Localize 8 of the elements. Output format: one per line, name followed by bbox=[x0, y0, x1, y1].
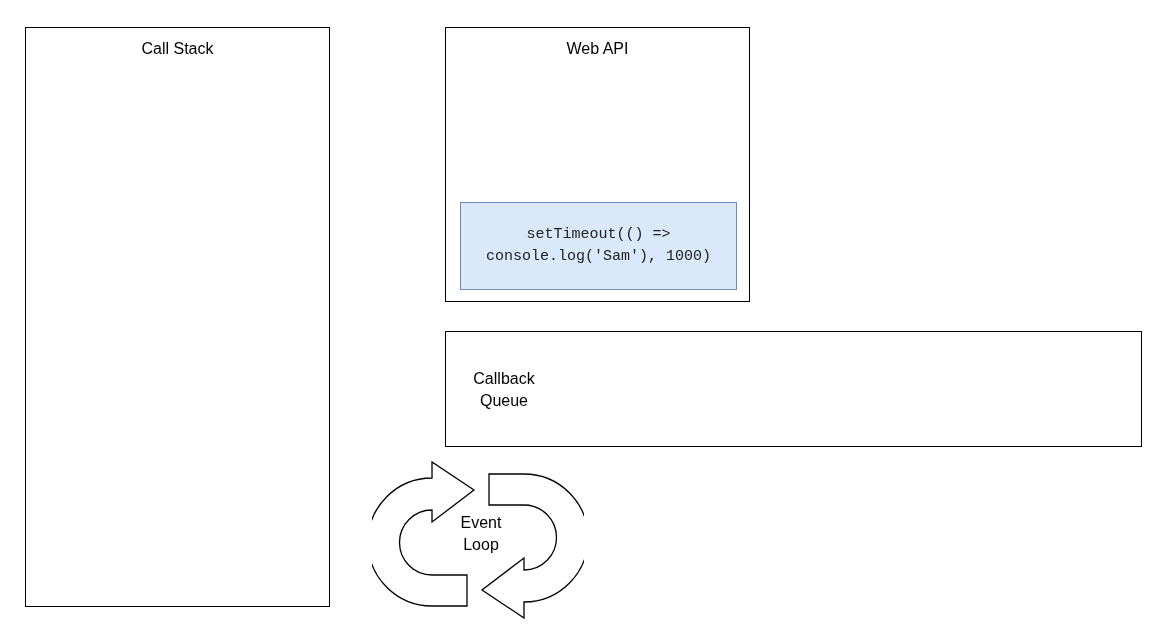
event-loop-label: Event Loop bbox=[456, 512, 506, 556]
panel-title: Call Stack bbox=[140, 39, 215, 59]
panel-title: Web API bbox=[565, 39, 630, 59]
panel-box bbox=[25, 27, 330, 607]
queue-label: Callback Queue bbox=[472, 369, 536, 411]
queue-box bbox=[445, 331, 1142, 447]
code-box: setTimeout(() => console.log('Sam'), 1000) bbox=[460, 202, 737, 290]
panel-box bbox=[445, 27, 750, 302]
